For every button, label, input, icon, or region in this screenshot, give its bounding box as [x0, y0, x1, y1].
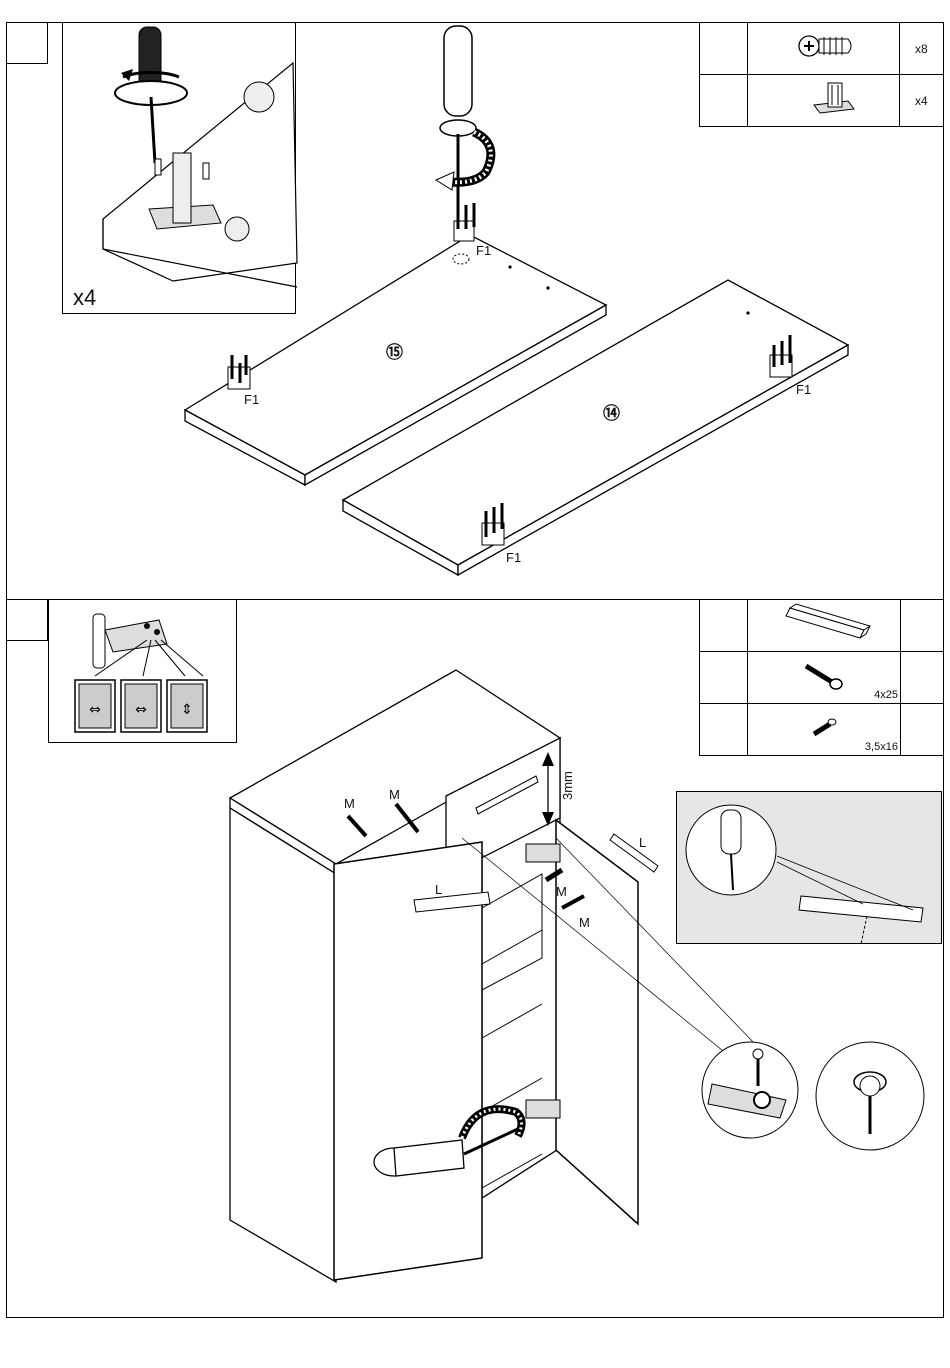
parts2-row-1-blank: [700, 600, 748, 652]
hinge-plate-icon: [748, 75, 899, 121]
parts2-row-3-icon: 3,5x16: [747, 704, 900, 756]
fitting-label-f1-top: F1: [476, 243, 491, 258]
drawer-runner-illustration: [677, 792, 943, 945]
screw-small-size: 3,5x16: [865, 741, 898, 753]
screw-large-size: 4x25: [874, 689, 898, 701]
fitting-label-f1-panel15: F1: [244, 392, 259, 407]
adjust-side-icon: ⇔: [121, 680, 161, 732]
panel-14-number: ⑭: [603, 399, 620, 424]
adjust-height-icon: ⇕: [167, 680, 207, 732]
panel-14: [338, 275, 858, 585]
step-1-parts-table: x8 x4: [699, 22, 944, 127]
parts2-row-2-qty: [900, 652, 943, 704]
parts2-row-3-blank: [700, 704, 748, 756]
parts-row-2-qty: x4: [899, 75, 943, 127]
parts2-row-1-icon: [747, 600, 900, 652]
parts2-row-1-qty: [900, 600, 943, 652]
callout-m-1: M: [344, 796, 355, 811]
drawer-runner-detail: [676, 791, 942, 944]
parts2-row-2-icon: 4x25: [747, 652, 900, 704]
parts-row-2-icon: [747, 75, 899, 127]
screw-dowel-icon: [748, 23, 899, 69]
hinge-adjustment-illustration: ⇔ ⇔ ⇕: [49, 600, 238, 744]
cam-lock-detail: [814, 1040, 926, 1152]
step-2-parts-table: 4x25 3,5x16: [699, 599, 944, 756]
handle-bar-icon: [748, 600, 900, 646]
parts2-row-2-blank: [700, 652, 748, 704]
svg-text:⇔: ⇔: [135, 702, 147, 718]
svg-text:⇕: ⇕: [181, 702, 193, 718]
callout-m-3: M: [556, 884, 567, 899]
hinge-screw-detail: [700, 1040, 800, 1140]
callout-m-2: M: [389, 787, 400, 802]
callout-m-4: M: [579, 915, 590, 930]
cabinet-assembly-illustration: [226, 668, 666, 1288]
hinge-adjustment-inset: ⇔ ⇔ ⇕: [48, 599, 237, 743]
parts-row-1-icon: [747, 23, 899, 75]
gap-3mm-label: 3mm: [560, 771, 575, 800]
fitting-f1-left: [228, 355, 250, 389]
adjust-depth-icon: ⇔: [75, 680, 115, 732]
parts2-row-3-qty: [900, 704, 943, 756]
parts-row-1-blank: [700, 23, 748, 75]
parts-row-2-blank: [700, 75, 748, 127]
svg-text:⇔: ⇔: [89, 702, 101, 718]
step-2-number-box: [6, 599, 48, 641]
parts-row-1-qty: x8: [899, 23, 943, 75]
callout-l-1: L: [435, 882, 442, 897]
callout-l-2: L: [639, 835, 646, 850]
fitting-label-f1-panel14-bottom: F1: [506, 550, 521, 565]
step-1-number-box: [6, 22, 48, 64]
fitting-label-f1-panel14-right: F1: [796, 382, 811, 397]
screwdriver-rotation-illustration: [430, 24, 510, 254]
inset-multiplier-label: x4: [73, 285, 96, 311]
